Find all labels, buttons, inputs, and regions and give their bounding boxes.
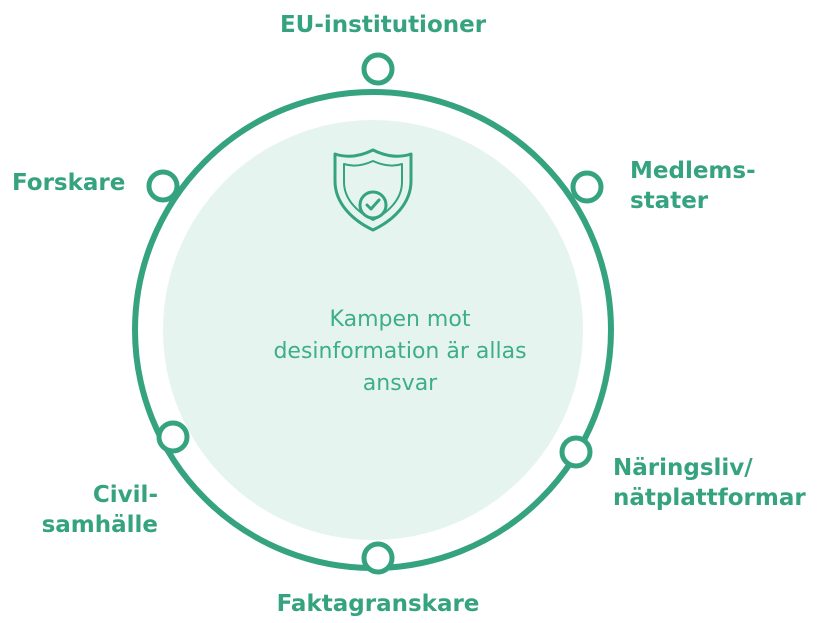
shield-check-icon xyxy=(333,148,413,232)
label-researchers: Forskare xyxy=(12,168,125,198)
label-member-states-line: stater xyxy=(630,188,709,214)
node-marker-researchers xyxy=(146,169,180,203)
label-business-platforms: Näringsliv/ nätplattformar xyxy=(613,453,806,513)
label-member-states-line: Medlems- xyxy=(630,158,756,184)
label-fact-checkers: Faktagranskare xyxy=(253,589,503,619)
center-text: Kampen mot desinformation är allas ansva… xyxy=(260,304,540,400)
inner-fill-circle xyxy=(163,120,583,540)
label-researchers-line: Forskare xyxy=(12,170,126,196)
node-marker-business-platforms xyxy=(559,435,593,469)
node-marker-eu-institutions xyxy=(361,52,395,86)
node-markers xyxy=(146,52,604,575)
center-text-line: ansvar xyxy=(362,371,438,396)
label-civil-society-line: Civil- xyxy=(92,482,158,508)
center-text-line: desinformation är allas xyxy=(273,339,527,364)
label-eu-institutions: EU-institutioner xyxy=(268,10,498,40)
label-civil-society-line: samhälle xyxy=(41,512,158,538)
label-member-states: Medlems- stater xyxy=(630,156,756,216)
label-civil-society: Civil- samhälle xyxy=(0,480,158,540)
node-marker-member-states xyxy=(570,170,604,204)
label-business-platforms-line: nätplattformar xyxy=(613,485,806,511)
label-business-platforms-line: Näringsliv/ xyxy=(613,455,753,481)
node-marker-civil-society xyxy=(156,420,190,454)
label-fact-checkers-line: Faktagranskare xyxy=(276,591,480,617)
label-eu-institutions-line: EU-institutioner xyxy=(279,12,487,38)
center-text-line: Kampen mot xyxy=(329,307,471,332)
node-marker-fact-checkers xyxy=(361,541,395,575)
